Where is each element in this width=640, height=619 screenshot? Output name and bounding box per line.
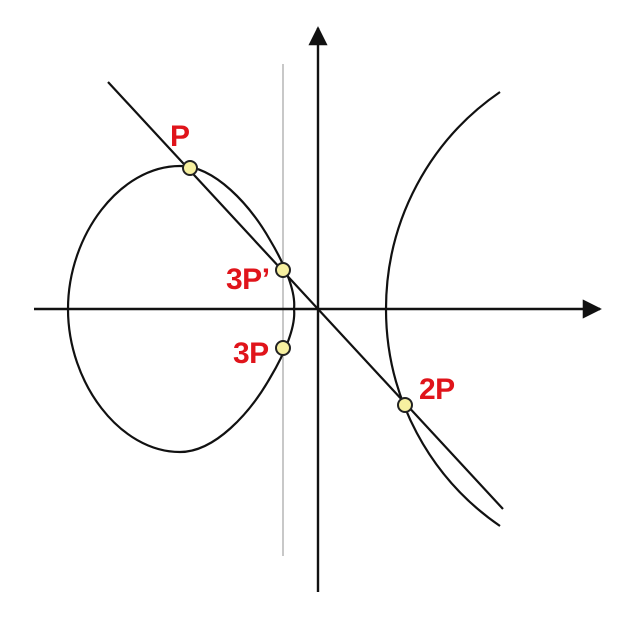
curve-oval: [66, 164, 296, 454]
point-3p: [275, 340, 291, 356]
label-p: P: [170, 120, 190, 153]
point-p: [182, 160, 198, 176]
secant-line: [107, 81, 504, 510]
label-3p-prime: 3P’: [226, 263, 270, 296]
label-2p: 2P: [419, 373, 455, 406]
label-3p: 3P: [233, 337, 269, 370]
curve-branch: [384, 91, 501, 527]
point-3p-prime: [275, 262, 291, 278]
point-2p: [397, 397, 413, 413]
